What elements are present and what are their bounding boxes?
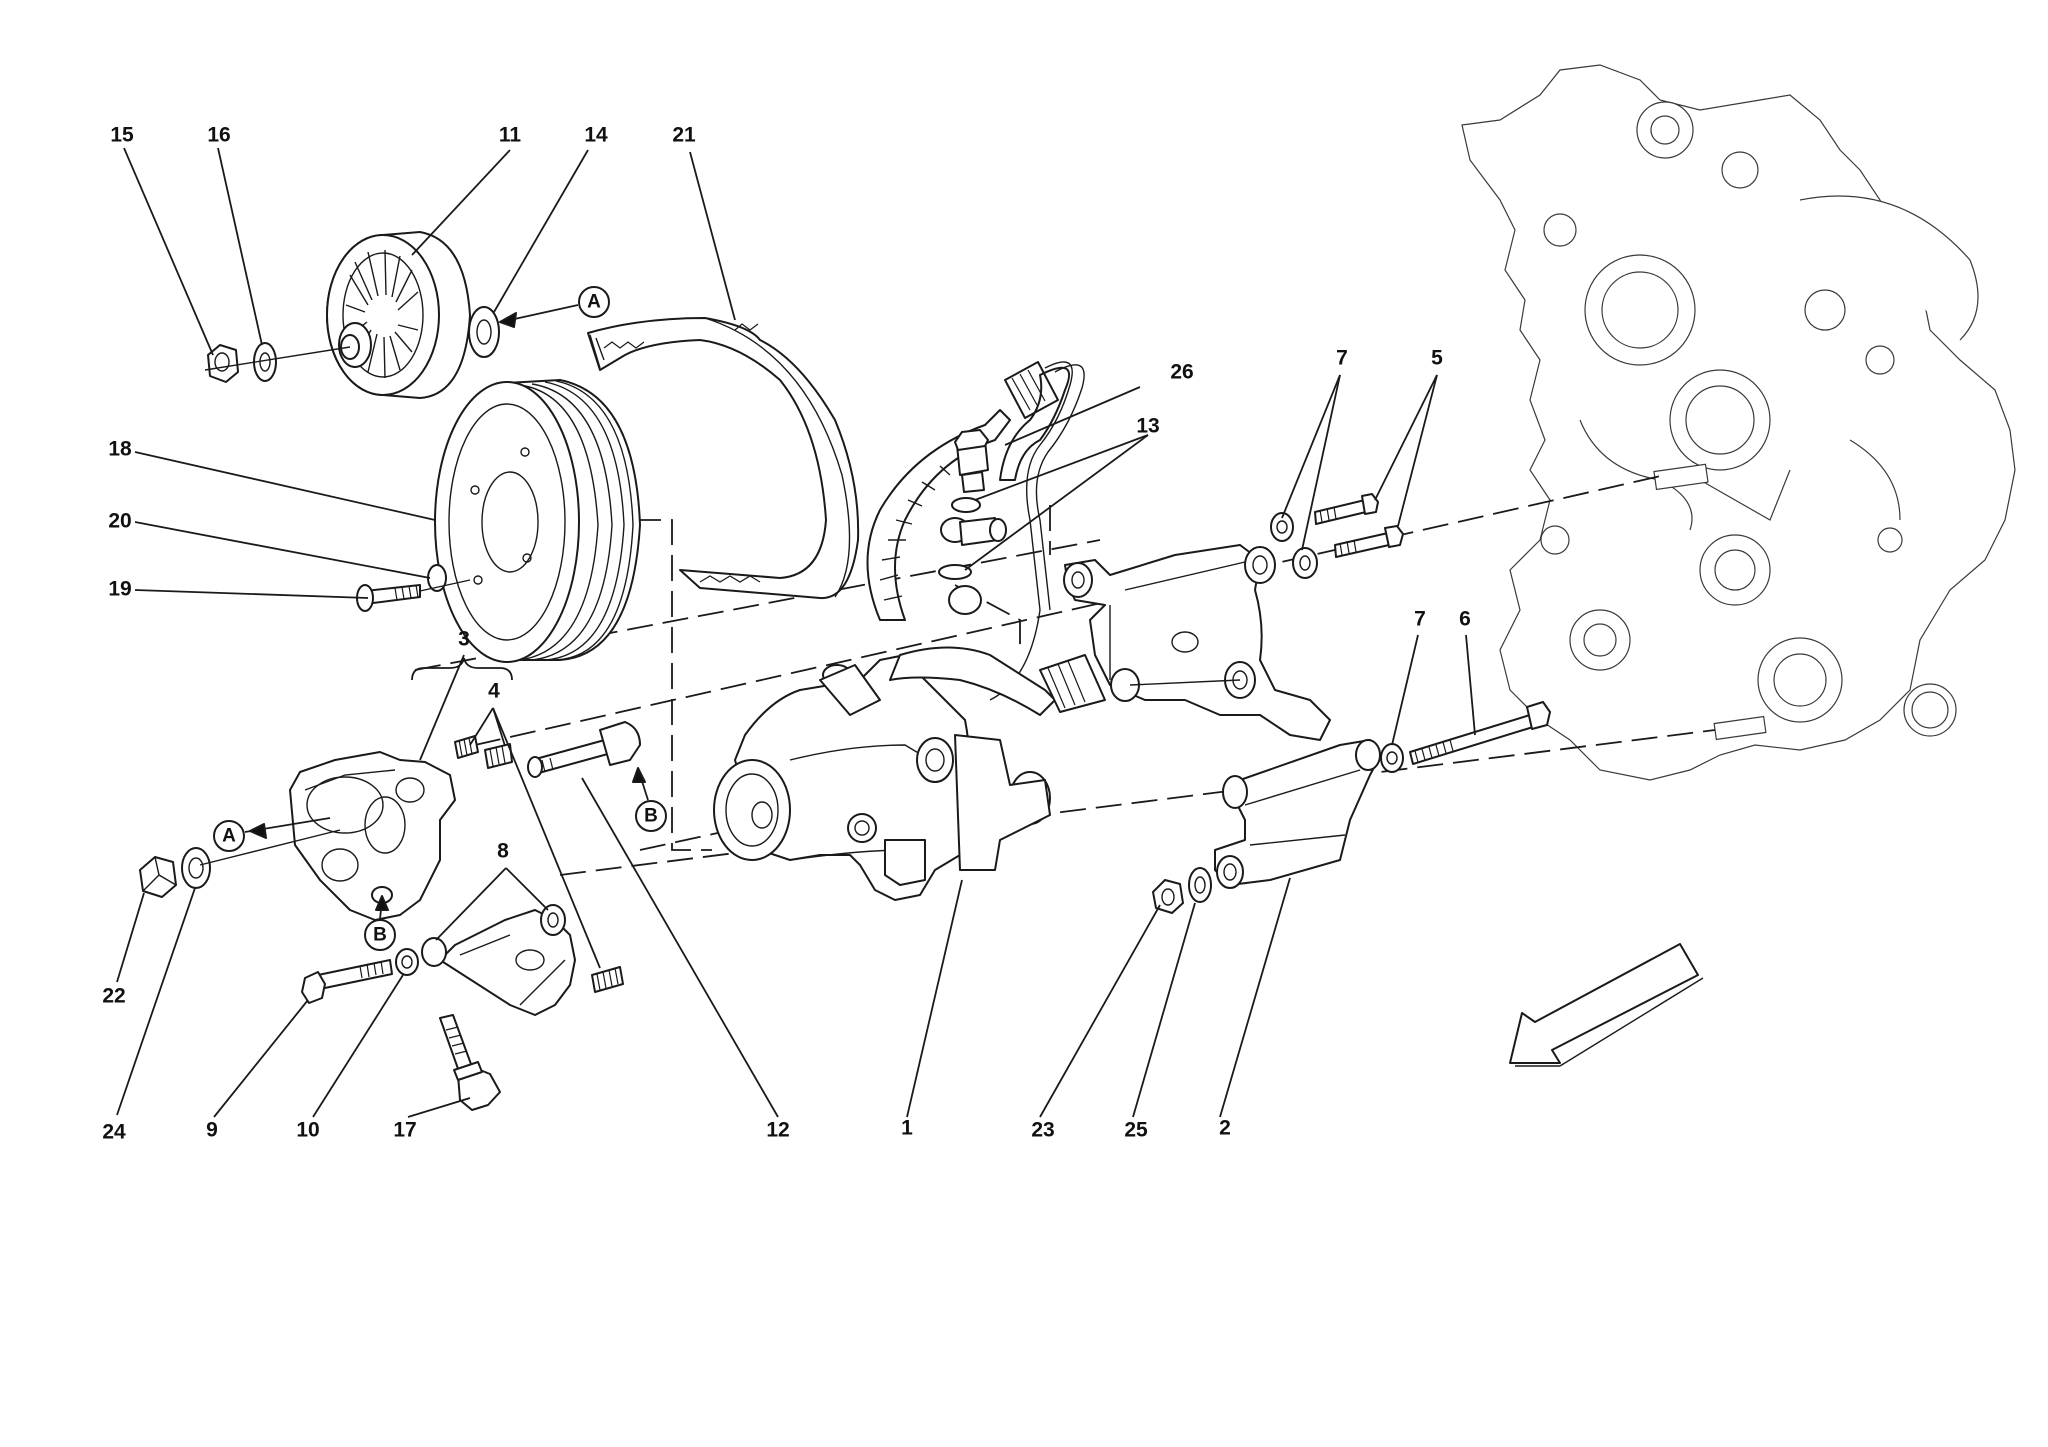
washer-7-lower-hole: [1386, 751, 1398, 765]
screw-17: [439, 1014, 501, 1111]
screw-5-lower: [1334, 525, 1404, 558]
screw-19: [356, 584, 421, 612]
washer-7-lower: [1380, 743, 1404, 773]
banjo-bolt-26: [954, 429, 989, 493]
pump-hoses: [866, 361, 1106, 716]
callout-20: 20: [108, 510, 131, 533]
leader-lines: [116, 147, 1476, 1118]
callout-14: 14: [584, 124, 608, 147]
stud-12: [527, 721, 641, 778]
ref-marker-b-left: B: [364, 919, 396, 951]
idler-pulley: [326, 231, 471, 399]
callout-21: 21: [672, 124, 696, 147]
nut-15: [207, 344, 239, 383]
washer-7-mid: [1292, 547, 1318, 579]
upper-mounting-bracket: [1063, 544, 1331, 741]
callout-23: 23: [1031, 1119, 1054, 1142]
callout-3: 3: [458, 628, 470, 651]
engine-block: [1461, 64, 2016, 781]
washer-25: [1188, 867, 1212, 903]
callout-16: 16: [207, 124, 230, 147]
banjo-union: [940, 517, 1007, 546]
callout-12: 12: [766, 1119, 789, 1142]
pump-bracket-3: [289, 751, 456, 921]
lower-support-bracket-2: [1214, 739, 1381, 889]
callout-26: 26: [1170, 361, 1193, 384]
callout-19: 19: [108, 578, 131, 601]
lower-link-bracket: [439, 904, 576, 1016]
spacer-14: [468, 306, 500, 358]
washer-7-upper-hole: [1276, 520, 1288, 534]
callout-6: 6: [1459, 608, 1471, 631]
callout-7-upper: 7: [1336, 347, 1348, 370]
callout-18: 18: [108, 438, 132, 461]
screw-6: [1409, 701, 1551, 765]
callout-7-lower: 7: [1414, 608, 1426, 631]
brace-3: [411, 657, 513, 681]
callout-22: 22: [102, 985, 125, 1008]
washer-24-hole: [188, 857, 204, 879]
ref-marker-b-right: B: [635, 800, 667, 832]
spacer-8: [421, 937, 447, 967]
callout-15: 15: [110, 124, 134, 147]
nut-22: [139, 856, 177, 898]
callout-17: 17: [393, 1119, 416, 1142]
washer-10: [395, 948, 419, 976]
washer-24: [181, 847, 211, 889]
sealing-washer-13a: [951, 497, 981, 513]
callout-4: 4: [488, 680, 500, 703]
stud-4-upper: [454, 735, 513, 769]
svg-text:A: A: [587, 292, 601, 313]
svg-text:B: B: [373, 925, 387, 946]
nut-23: [1152, 879, 1184, 914]
callout-1: 1: [901, 1117, 913, 1140]
callout-labels: 15 16 11 14 21 18 20 19 3 4 8 26 13 7 5 …: [102, 124, 1471, 1144]
ref-marker-a-top: A: [578, 286, 610, 318]
callout-25: 25: [1124, 1119, 1148, 1142]
washer-16-hole: [259, 352, 271, 372]
washer-10-hole: [401, 955, 413, 969]
callout-5: 5: [1431, 347, 1443, 370]
svg-text:A: A: [222, 826, 236, 847]
drive-pulley: [434, 379, 641, 663]
power-steering-pump: [713, 585, 1051, 901]
drive-belt: [587, 317, 860, 600]
sealing-washer-13b: [938, 564, 972, 580]
callout-11: 11: [499, 124, 522, 147]
washer-25-hole: [1194, 876, 1206, 894]
screw-9: [301, 959, 393, 1004]
washer-7-mid-hole: [1299, 555, 1311, 571]
spacer-14-hole: [476, 319, 492, 345]
stud-4-lower: [591, 966, 624, 993]
svg-text:B: B: [644, 806, 658, 827]
callout-24: 24: [102, 1121, 126, 1144]
ref-marker-a-left: A: [213, 820, 245, 852]
callout-8: 8: [497, 840, 509, 863]
callout-2: 2: [1219, 1117, 1231, 1140]
callout-13: 13: [1136, 415, 1159, 438]
washer-7-upper: [1270, 512, 1294, 542]
callout-10: 10: [296, 1119, 319, 1142]
screw-5-upper: [1314, 493, 1379, 525]
callout-9: 9: [206, 1119, 218, 1142]
front-direction-arrow-icon: [1509, 943, 1704, 1067]
